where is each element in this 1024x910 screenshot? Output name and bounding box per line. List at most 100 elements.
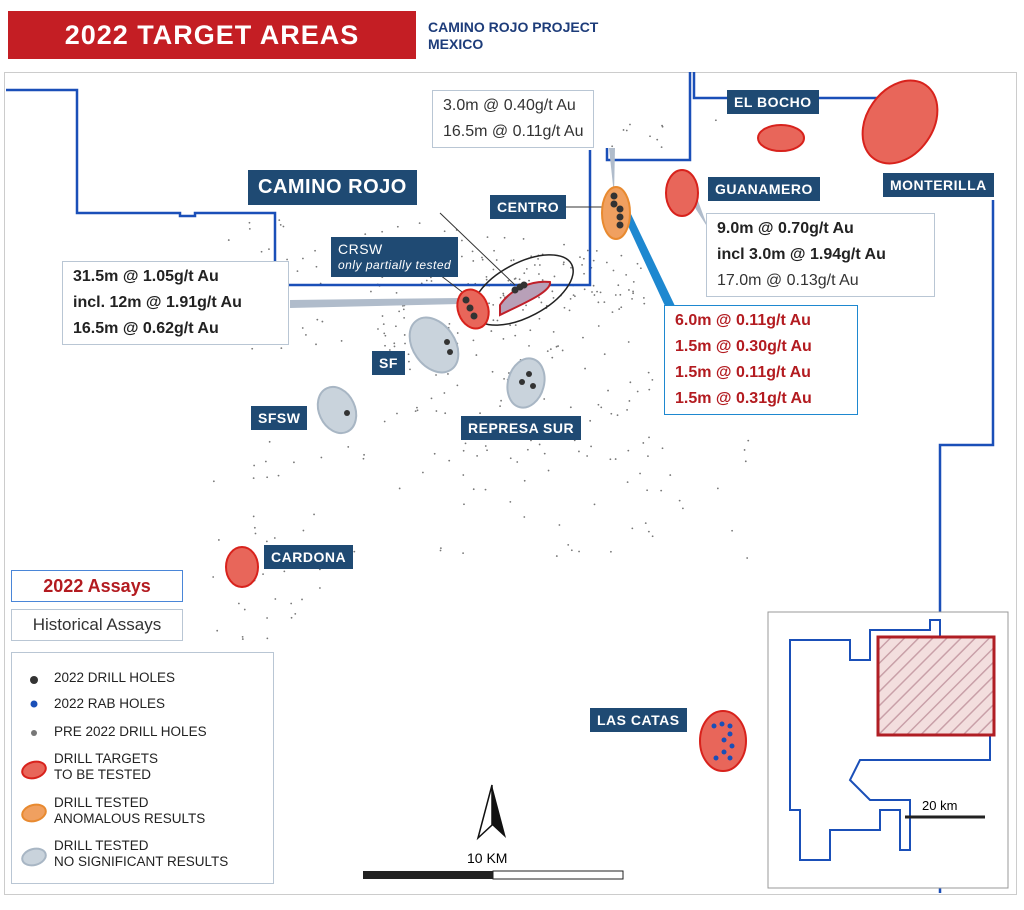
- rab-hole-icon: [30, 700, 38, 708]
- pre-2022-drill-hole: [499, 296, 502, 299]
- pre-2022-drill-hole: [543, 452, 546, 455]
- pre-2022-drill-hole: [616, 414, 619, 417]
- scale-label: 10 KM: [467, 850, 508, 866]
- pre-2022-drill-hole: [362, 457, 365, 460]
- pre-2022-drill-hole: [479, 412, 481, 415]
- pre-2022-drill-hole: [538, 264, 541, 266]
- pre-2022-drill-hole: [553, 275, 556, 278]
- assay-line: 3.0m @ 0.40g/t Au: [443, 97, 576, 114]
- pre-2022-drill-hole: [401, 304, 404, 307]
- boundary-line: [6, 88, 592, 287]
- pre-2022-drill-hole: [403, 334, 406, 336]
- pre-2022-drill-hole: [262, 573, 264, 576]
- pre-2022-drill-hole: [404, 342, 406, 345]
- pre-2022-drill-hole: [370, 290, 372, 293]
- pre-2022-drill-hole: [592, 259, 595, 262]
- pre-2022-drill-hole: [639, 267, 642, 270]
- pre-2022-drill-hole: [377, 328, 379, 330]
- sfsw-tested: [316, 385, 358, 435]
- pre-2022-drill-hole: [488, 302, 490, 305]
- pre-2022-drill-hole: [260, 250, 263, 253]
- assay-line: 9.0m @ 0.70g/t Au: [717, 220, 854, 237]
- pre-2022-drill-hole: [503, 236, 506, 239]
- legend-item: 2022 DRILL HOLES: [54, 670, 176, 685]
- pre-2022-drill-hole: [592, 284, 595, 287]
- pre-2022-drill-hole: [611, 311, 614, 314]
- legend-item: 2022 RAB HOLES: [54, 696, 166, 711]
- pre-2022-drill-hole: [393, 345, 396, 348]
- pre-2022-drill-hole: [433, 452, 436, 455]
- pre-2022-drill-hole: [283, 570, 286, 573]
- target-icon: [21, 760, 47, 780]
- pre-2022-drill-hole: [525, 304, 527, 307]
- pre-2022-drill-hole: [462, 449, 465, 452]
- pre-2022-drill-hole: [492, 303, 495, 306]
- crsw-name: CRSW: [338, 241, 383, 257]
- pre-2022-drill-hole: [570, 266, 572, 269]
- pre-2022-drill-hole: [528, 279, 530, 282]
- pre-2022-drill-hole: [252, 477, 255, 480]
- pre-2022-drill-hole: [538, 273, 540, 275]
- pre-2022-drill-hole: [611, 145, 614, 148]
- pre-2022-drill-hole: [625, 129, 628, 132]
- pre-2022-drill-hole: [253, 464, 256, 467]
- assay-line: 1.5m @ 0.31g/t Au: [675, 390, 812, 407]
- legend-line: DRILL TESTED: [54, 838, 149, 853]
- pre-2022-drill-hole: [746, 557, 749, 559]
- pre-2022-drill-hole: [502, 338, 505, 340]
- pre-2022-drill-hole: [533, 264, 536, 266]
- pre-2022-drill-hole: [528, 344, 530, 347]
- pre-2022-drill-hole: [562, 261, 565, 264]
- pre-2022-drill-hole: [620, 254, 623, 257]
- pre-2022-drill-hole: [484, 445, 487, 447]
- pre-2022-drill-hole: [583, 272, 585, 275]
- pre-2022-drill-hole: [414, 410, 417, 413]
- represa-sur-tested: [506, 357, 546, 409]
- pre-2022-drill-hole: [632, 290, 634, 293]
- pre-2022-drill-hole: [744, 460, 747, 463]
- pre-2022-drill-hole: [363, 453, 365, 456]
- pre-2022-drill-hole: [492, 268, 495, 271]
- pre-2022-drill-hole: [421, 471, 424, 474]
- assay-line: 1.5m @ 0.30g/t Au: [675, 338, 812, 355]
- pre-2022-drill-hole: [547, 469, 550, 472]
- pre-2022-drill-hole: [418, 222, 421, 225]
- pre-2022-drill-hole: [558, 524, 561, 526]
- pre-2022-drill-hole: [516, 461, 519, 463]
- pre-2022-drill-hole: [384, 344, 386, 347]
- pre-2022-drill-hole: [551, 290, 554, 293]
- assay-line: incl. 12m @ 1.91g/t Au: [73, 294, 242, 311]
- pre-2022-drill-hole: [398, 310, 401, 313]
- pre-2022-drill-hole: [631, 527, 634, 530]
- pre-2022-drill-hole: [212, 576, 215, 578]
- pre-2022-drill-hole: [643, 302, 646, 305]
- legend-line: NO SIGNIFICANT RESULTS: [54, 854, 229, 869]
- pre-2022-drill-hole: [253, 526, 256, 529]
- pre-2022-drill-hole: [388, 349, 391, 351]
- pre-2022-drill-hole: [603, 301, 606, 304]
- pre-2022-drill-hole: [241, 638, 244, 640]
- pre-2022-drill-hole: [430, 397, 433, 400]
- pre-2022-drill-hole: [743, 449, 746, 451]
- pre-2022-drill-hole: [582, 257, 585, 260]
- pre-2022-drill-hole: [500, 399, 502, 402]
- pre-2022-drill-hole: [648, 436, 650, 439]
- pre-2022-drill-hole: [661, 124, 663, 127]
- pre-2022-drill-hole: [626, 409, 628, 411]
- pre-2022-drill-hole: [486, 236, 489, 239]
- callout-pointer: [290, 298, 460, 308]
- pre-2022-drill-hole: [241, 635, 244, 638]
- pre-2022-drill-hole: [456, 332, 459, 334]
- pre-2022-drill-hole: [252, 515, 255, 518]
- crsw-note: only partially tested: [338, 258, 452, 272]
- pre-2022-drill-hole: [302, 529, 305, 532]
- pre-2022-drill-hole: [321, 320, 324, 323]
- pre-2022-drill-hole: [396, 412, 398, 415]
- pre-2022-drill-hole: [669, 474, 672, 476]
- pre-2022-drill-hole: [254, 532, 257, 535]
- pre-2022-drill-hole: [266, 617, 268, 619]
- pre-2022-drill-hole: [393, 342, 396, 345]
- label-guanamero: GUANAMERO: [708, 177, 820, 201]
